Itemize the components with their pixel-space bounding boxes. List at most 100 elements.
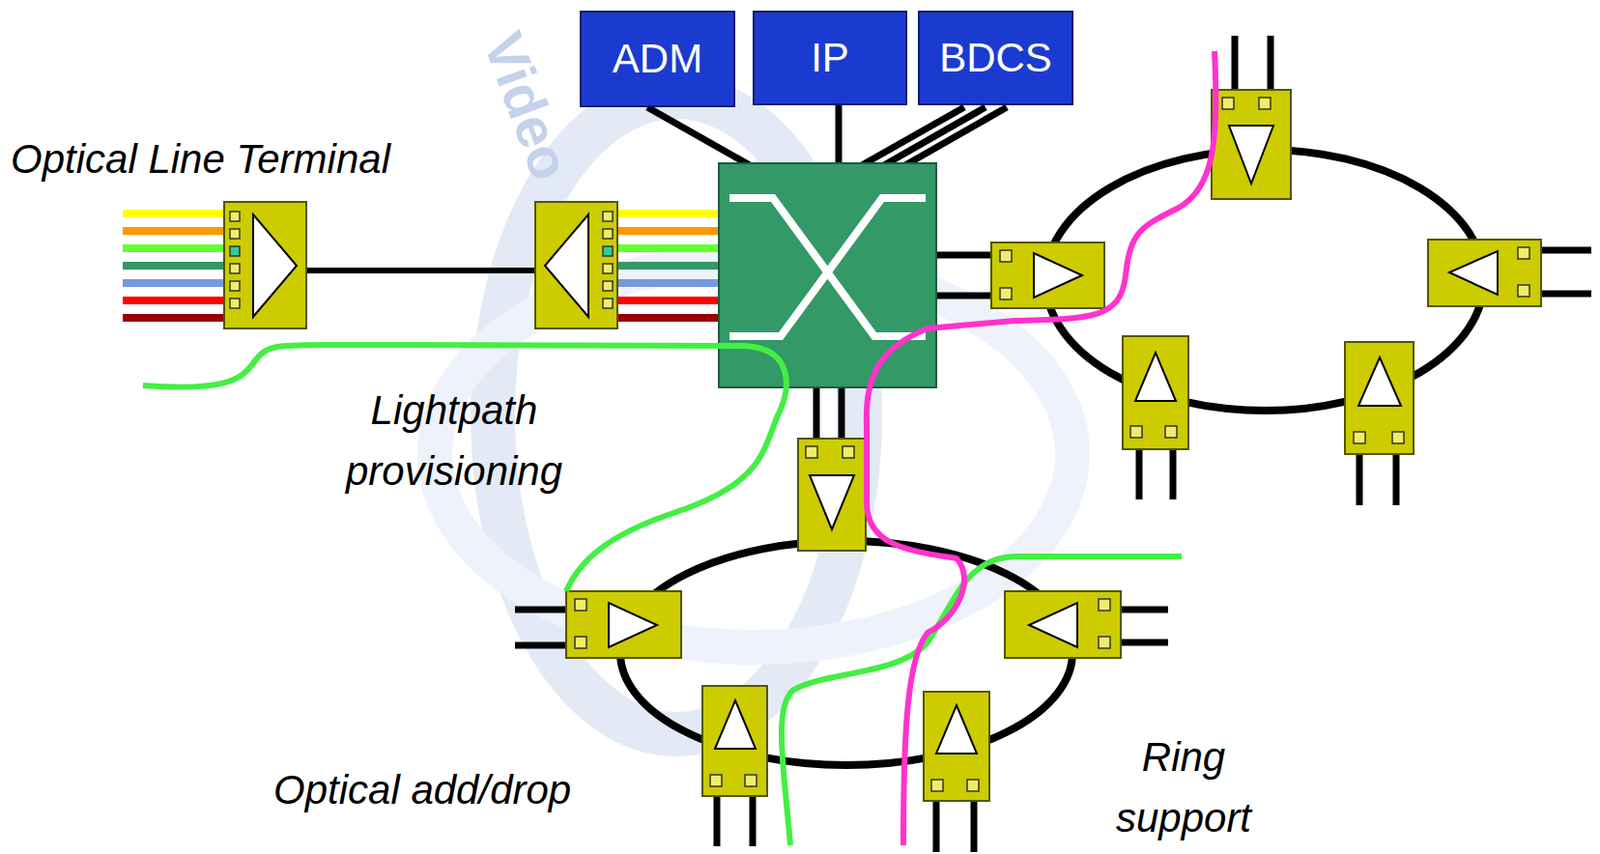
- port-led: [229, 246, 240, 257]
- port-square: [805, 446, 818, 458]
- amplifier-triangle: [253, 214, 297, 317]
- port-square: [574, 599, 587, 611]
- lightpath: [866, 51, 1217, 846]
- lead: [514, 606, 567, 614]
- port-led: [229, 228, 240, 239]
- lead: [1136, 449, 1143, 500]
- add-drop-box: [1428, 239, 1542, 307]
- amplifier-triangle: [608, 602, 658, 648]
- terminal-box: [535, 201, 618, 329]
- amplifier-triangle: [1449, 251, 1498, 295]
- port-square: [967, 779, 979, 792]
- port-square: [1392, 431, 1404, 444]
- port-square: [1222, 97, 1234, 110]
- fiber: [122, 244, 225, 253]
- lead: [1541, 290, 1592, 298]
- fiber: [617, 209, 719, 218]
- port-square: [1098, 599, 1111, 611]
- port-square: [1130, 426, 1143, 438]
- box-label: BDCS: [939, 35, 1053, 81]
- fiber: [122, 279, 225, 287]
- fiber: [122, 227, 225, 235]
- switch-symbol: [729, 198, 926, 337]
- lightpath: [142, 344, 787, 592]
- add-drop-box: [923, 691, 990, 801]
- wavelength-fibers: [122, 213, 719, 318]
- port-square: [842, 446, 855, 458]
- port-led: [602, 263, 613, 274]
- amplifier-triangle: [809, 475, 855, 530]
- lead: [1356, 454, 1364, 506]
- port-square: [1258, 97, 1271, 110]
- amplifier-triangle: [544, 214, 589, 317]
- fiber: [617, 314, 719, 322]
- amplifier-triangles: [608, 125, 1498, 754]
- switch-symbol: [729, 198, 926, 337]
- amplifier-triangle: [714, 700, 756, 749]
- client-box: ADM: [579, 10, 736, 108]
- client-box: BDCS: [917, 10, 1074, 106]
- fiber: [122, 296, 225, 305]
- box-label: IP: [810, 35, 850, 81]
- amplifier-triangle: [1135, 352, 1176, 401]
- lead: [933, 800, 941, 853]
- port-square: [1165, 426, 1177, 438]
- fiber: [617, 227, 719, 235]
- port-led: [602, 298, 613, 309]
- lead: [1231, 35, 1239, 90]
- lead: [1541, 247, 1592, 255]
- fiber: [617, 244, 719, 253]
- lead: [813, 387, 821, 439]
- feature-label: Lightpath provisioning: [299, 379, 609, 502]
- port-square: [710, 774, 722, 787]
- client-link: [884, 107, 986, 166]
- fiber: [122, 209, 225, 218]
- fiber: [617, 261, 719, 270]
- port-square: [1353, 431, 1366, 444]
- port-leads: [514, 35, 1592, 853]
- terminal-box: [224, 201, 307, 329]
- port-led: [229, 263, 240, 274]
- port-square: [1098, 636, 1111, 649]
- lead: [1120, 606, 1169, 614]
- fiber: [617, 279, 719, 287]
- port-square: [1517, 247, 1530, 259]
- fiber: [122, 261, 225, 270]
- client-link: [905, 107, 1007, 166]
- port-square: [1000, 250, 1012, 262]
- client-link: [835, 105, 843, 166]
- lead: [1267, 35, 1275, 90]
- lead: [838, 387, 846, 439]
- add-drop-box: [1211, 89, 1291, 200]
- lead: [714, 796, 721, 847]
- lead: [1170, 449, 1177, 500]
- box-label: ADM: [612, 36, 703, 82]
- lead: [514, 642, 567, 650]
- add-drop-box: [1004, 591, 1121, 658]
- add-drop-box: [566, 591, 682, 658]
- add-drop-box: [1122, 336, 1189, 450]
- lead: [1120, 639, 1169, 647]
- cross-connect: [718, 163, 937, 388]
- port-led: [602, 281, 613, 291]
- add-drop-box: [991, 242, 1105, 309]
- client-link: [861, 107, 965, 166]
- feature-label: Optical add/drop: [273, 766, 572, 815]
- feature-label: Ring support: [1096, 726, 1271, 849]
- port-squares: [574, 97, 1530, 792]
- lead: [936, 292, 992, 300]
- lead: [971, 800, 978, 853]
- fiber: [122, 314, 225, 322]
- fiber: [617, 296, 719, 305]
- terminal: [224, 201, 307, 329]
- port-square: [574, 636, 587, 649]
- port-led: [602, 228, 613, 239]
- port-led: [229, 298, 240, 309]
- add-drop-box: [798, 438, 866, 551]
- port-square: [1517, 285, 1530, 297]
- amplifier-triangle: [1228, 125, 1274, 184]
- line-fiber: [306, 267, 536, 274]
